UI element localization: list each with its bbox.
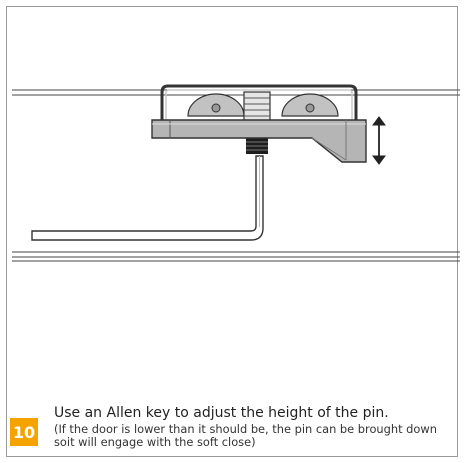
roller-left (187, 93, 245, 117)
u-bracket (160, 84, 358, 122)
step-number-badge: 10 (10, 418, 38, 446)
instruction-step: 10 Use an Allen key to adjust the height… (10, 405, 460, 457)
roller-right (281, 93, 339, 117)
step-instruction-text: Use an Allen key to adjust the height of… (54, 405, 389, 421)
step-note-text: (If the door is lower than it should be,… (54, 422, 437, 449)
carriage-plate (151, 119, 367, 163)
pin-adjustment-illustration (12, 84, 460, 262)
lower-track (12, 251, 460, 262)
allen-key-icon (31, 155, 264, 241)
height-adjust-arrow-icon (372, 116, 386, 165)
